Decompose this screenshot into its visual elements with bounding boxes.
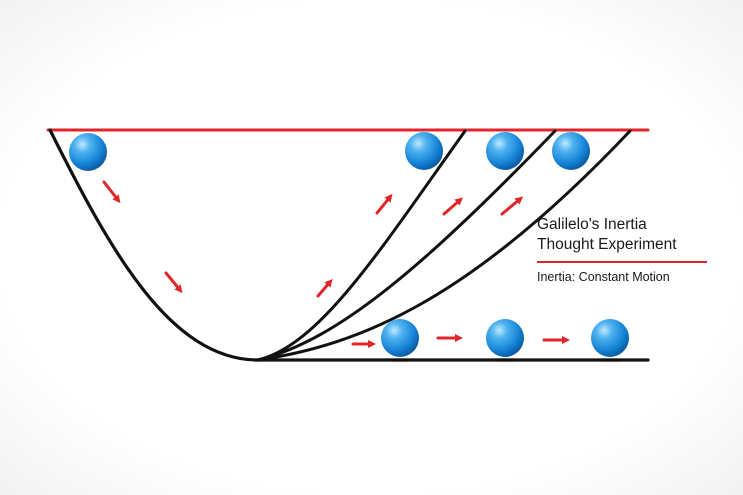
arrow-down-1 xyxy=(102,180,121,204)
ball-flat-2 xyxy=(486,319,524,363)
caption-divider xyxy=(537,261,707,263)
arrow-up-shallow xyxy=(500,196,524,216)
ball-top-shallow xyxy=(552,132,590,170)
medium-ascending-ramp xyxy=(256,129,557,362)
balls xyxy=(69,132,629,363)
ball-start xyxy=(69,133,107,171)
motion-arrows xyxy=(102,180,570,348)
shallow-ascending-ramp xyxy=(256,129,632,362)
caption-subtitle: Inertia: Constant Motion xyxy=(537,270,670,284)
ball-flat-1 xyxy=(381,319,419,363)
steep-ascending-ramp xyxy=(256,129,467,362)
caption-title-line-1: Galilelo's Inertia xyxy=(537,216,647,233)
ball-top-medium xyxy=(486,132,524,170)
arrow-up-medium xyxy=(442,197,464,216)
arrow-up-steep-2 xyxy=(375,193,393,215)
arrow-down-2 xyxy=(164,271,183,294)
caption-block: Galilelo's Inertia Thought Experiment In… xyxy=(537,215,707,285)
caption-title-line-2: Thought Experiment xyxy=(537,236,677,253)
ball-flat-3 xyxy=(591,319,629,363)
arrow-up-steep-1 xyxy=(316,278,333,298)
ball-top-steep xyxy=(405,132,443,170)
descending-ramp xyxy=(48,128,260,362)
